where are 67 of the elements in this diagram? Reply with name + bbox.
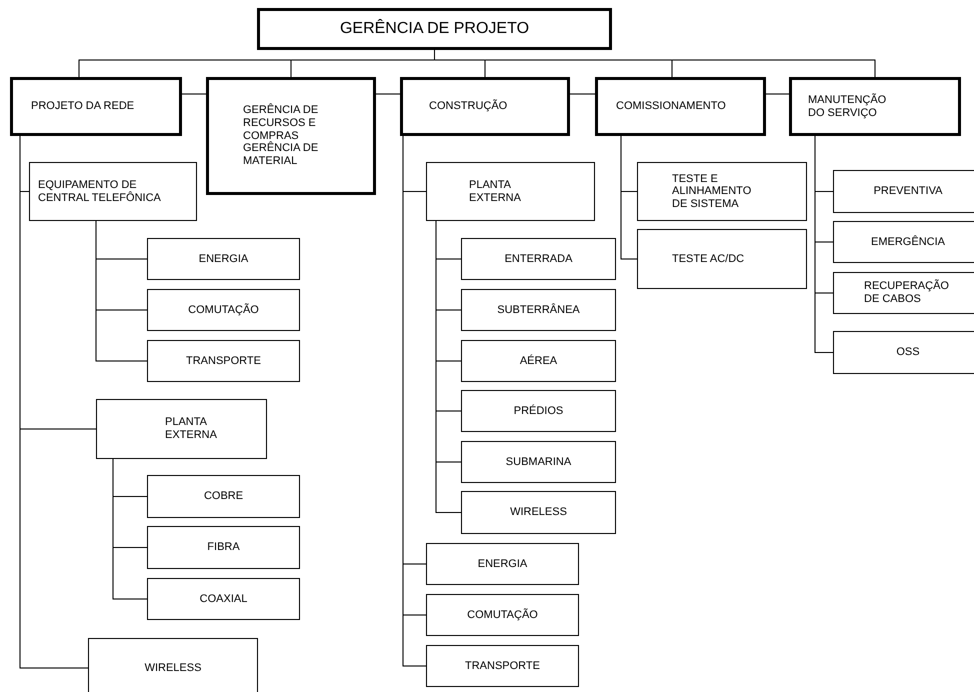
box-label: CONSTRUÇÃO [429, 100, 508, 113]
wbs-box [29, 162, 197, 221]
wbs-box [461, 289, 616, 331]
box-label: COBRE [204, 490, 244, 503]
root-box [257, 8, 612, 50]
box-label: PRÉDIOS [514, 404, 564, 418]
box-label: OSS [896, 346, 920, 359]
wbs-box [461, 491, 616, 534]
wbs-box [426, 543, 579, 585]
box-label: PLANTA EXTERNA [469, 178, 522, 204]
box-label: ENERGIA [198, 252, 248, 266]
wbs-box [833, 331, 974, 374]
wbs-box [637, 162, 807, 221]
box-label: COAXIAL [200, 592, 248, 606]
wbs-box [833, 170, 974, 213]
wbs-box [147, 238, 300, 280]
box-label: TESTE E ALINHAMENTO DE SISTEMA [672, 172, 752, 210]
box-label: MANUTENÇÃO DO SERVIÇO [808, 94, 888, 120]
wbs-box [147, 289, 300, 331]
wbs-box [461, 441, 616, 483]
wbs-box [833, 221, 974, 263]
connector-line [620, 136, 638, 260]
wbs-box [96, 399, 267, 459]
box-label: PREVENTIVA [874, 185, 942, 198]
wbs-box [789, 77, 961, 136]
box-label: GERÊNCIA DE RECURSOS E COMPRAS GERÊNCIA DE MATERIAL [243, 104, 320, 168]
wbs-box [10, 77, 182, 136]
wbs-box [595, 77, 766, 136]
wbs-box [461, 238, 616, 280]
wbs-box [833, 272, 974, 314]
box-label: SUBTERRÂNEA [497, 304, 580, 316]
wbs-box [147, 340, 300, 382]
box-label: WIRELESS [510, 506, 567, 519]
box-label: PLANTA EXTERNA [165, 416, 218, 442]
box-label: AÉREA [520, 354, 558, 368]
box-label: COMISSIONAMENTO [616, 100, 726, 113]
wbs-box [147, 475, 300, 518]
box-label: RECUPERAÇÃO DE CABOS [864, 280, 950, 306]
box-label: FIBRA [207, 541, 240, 554]
box-label: TRANSPORTE [465, 660, 540, 672]
box-label: ENERGIA [478, 558, 528, 570]
box-label: COMUTAÇÃO [467, 608, 538, 622]
connector-line [96, 220, 148, 362]
wbs-box [461, 340, 616, 382]
wbs-box [461, 390, 616, 432]
wbs-box [426, 162, 595, 221]
wbs-box [426, 645, 579, 687]
box-label: EQUIPAMENTO DE CENTRAL TELEFÔNICA [38, 178, 162, 204]
box-label: ENTERRADA [504, 252, 572, 266]
box-label: SUBMARINA [506, 456, 572, 468]
wbs-box [637, 229, 807, 289]
wbs-box [206, 77, 376, 195]
wbs-box [147, 578, 300, 620]
wbs-box [426, 594, 579, 636]
wbs-box [147, 526, 300, 569]
box-label: TESTE AC/DC [672, 252, 744, 266]
box-label: TRANSPORTE [186, 354, 261, 368]
connector-line [814, 136, 834, 353]
box-label: WIRELESS [144, 662, 202, 674]
connector-line [436, 220, 462, 513]
box-label: EMERGÊNCIA [871, 236, 945, 248]
box-label: PROJETO DA REDE [31, 100, 134, 113]
connector-line [112, 458, 148, 600]
wbs-box [400, 77, 570, 136]
box-label: GERÊNCIA DE PROJETO [340, 20, 530, 38]
wbs-box [88, 638, 258, 692]
box-label: COMUTAÇÃO [188, 304, 259, 316]
